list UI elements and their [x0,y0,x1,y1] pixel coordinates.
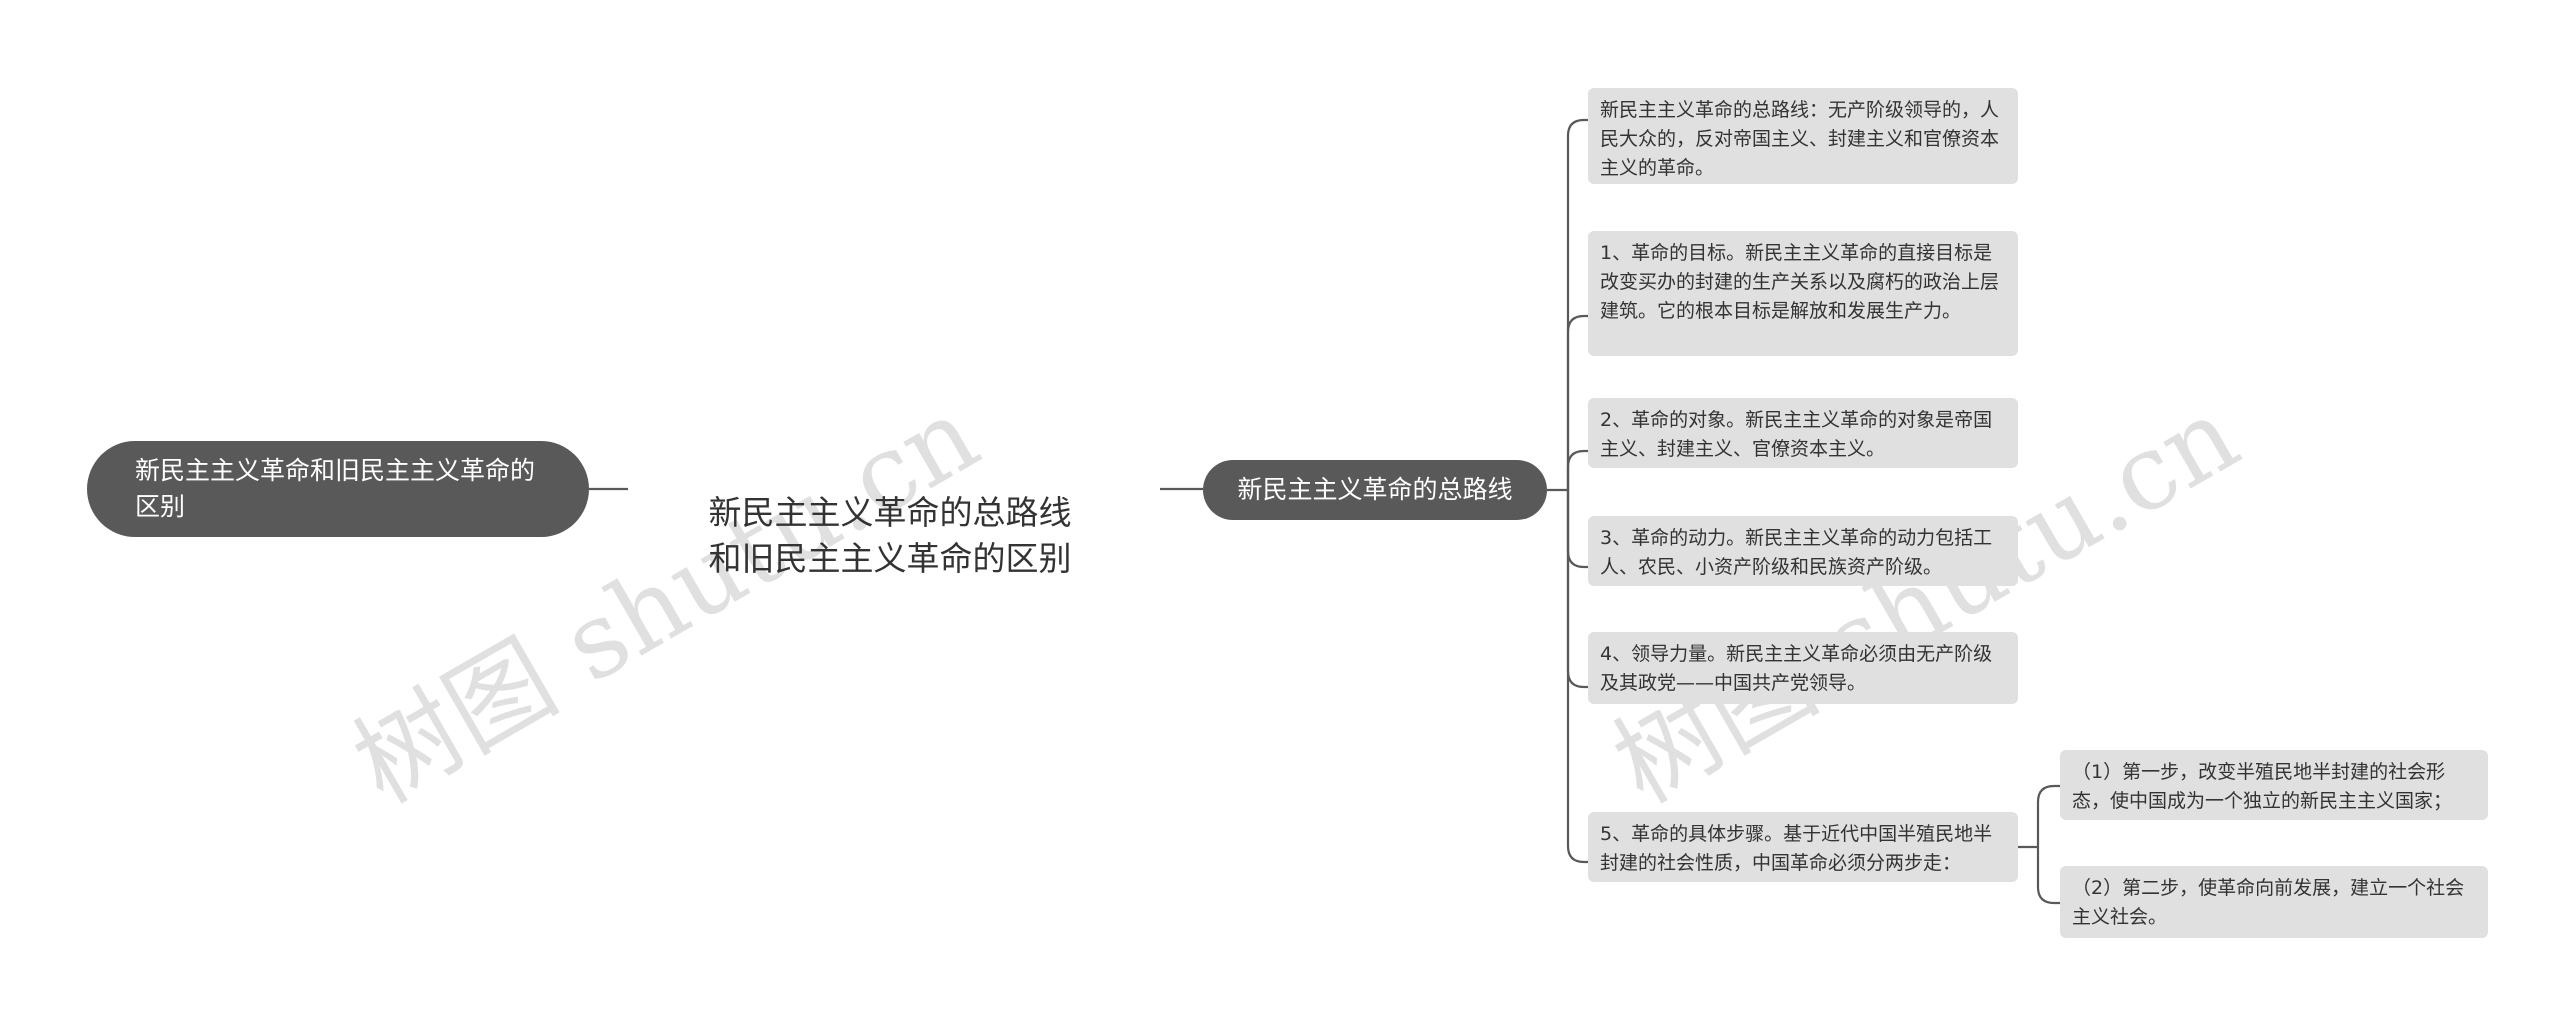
root-topic-node[interactable]: 新民主主义革命的总路线 和旧民主主义革命的区别 [645,444,1135,578]
sub-leaf-step-one[interactable]: （1）第一步，改变半殖民地半封建的社会形态，使中国成为一个独立的新民主主义国家； [2060,750,2488,820]
leaf-text: 2、革命的对象。新民主主义革命的对象是帝国主义、封建主义、官僚资本主义。 [1600,409,1993,460]
connector-leaf-0 [1566,118,1588,490]
leaf-text: （2）第二步，使革命向前发展，建立一个社会主义社会。 [2072,877,2465,928]
connector-leaf-3 [1566,490,1588,569]
connector-leaf-1 [1566,314,1588,490]
root-topic-label: 新民主主义革命的总路线 和旧民主主义革命的区别 [708,493,1072,578]
left-topic-label: 新民主主义革命和旧民主主义革命的区别 [135,456,536,521]
connector-sub-leaf-1 [2036,847,2060,905]
leaf-node-force[interactable]: 3、革命的动力。新民主主义革命的动力包括工人、农民、小资产阶级和民族资产阶级。 [1588,516,2018,586]
leaf-node-steps[interactable]: 5、革命的具体步骤。基于近代中国半殖民地半封建的社会性质，中国革命必须分两步走： [1588,812,2018,882]
leaf-node-target[interactable]: 2、革命的对象。新民主主义革命的对象是帝国主义、封建主义、官僚资本主义。 [1588,398,2018,468]
connector-leaf-4 [1566,490,1588,689]
leaf-text: （1）第一步，改变半殖民地半封建的社会形态，使中国成为一个独立的新民主主义国家； [2072,761,2453,812]
leaf-text: 1、革命的目标。新民主主义革命的直接目标是改变买办的封建的生产关系以及腐朽的政治… [1600,242,2000,322]
right-topic-node[interactable]: 新民主主义革命的总路线 [1203,460,1547,520]
connector-sub-leaf-0 [2036,784,2060,847]
leaf-node-summary[interactable]: 新民主主义革命的总路线：无产阶级领导的，人民大众的，反对帝国主义、封建主义和官僚… [1588,88,2018,184]
sub-leaf-step-two[interactable]: （2）第二步，使革命向前发展，建立一个社会主义社会。 [2060,866,2488,938]
connector-leaf-5 [1566,490,1588,864]
right-topic-label: 新民主主义革命的总路线 [1237,475,1513,504]
connector-leaf-2 [1566,449,1588,490]
leaf-text: 新民主主义革命的总路线：无产阶级领导的，人民大众的，反对帝国主义、封建主义和官僚… [1600,99,2000,179]
leaf-text: 5、革命的具体步骤。基于近代中国半殖民地半封建的社会性质，中国革命必须分两步走： [1600,823,1993,874]
leaf-node-leadership[interactable]: 4、领导力量。新民主主义革命必须由无产阶级及其政党——中国共产党领导。 [1588,632,2018,704]
leaf-text: 4、领导力量。新民主主义革命必须由无产阶级及其政党——中国共产党领导。 [1600,643,1993,694]
leaf-node-goal[interactable]: 1、革命的目标。新民主主义革命的直接目标是改变买办的封建的生产关系以及腐朽的政治… [1588,231,2018,356]
left-topic-node[interactable]: 新民主主义革命和旧民主主义革命的区别 [87,441,589,537]
leaf-text: 3、革命的动力。新民主主义革命的动力包括工人、农民、小资产阶级和民族资产阶级。 [1600,527,1993,578]
